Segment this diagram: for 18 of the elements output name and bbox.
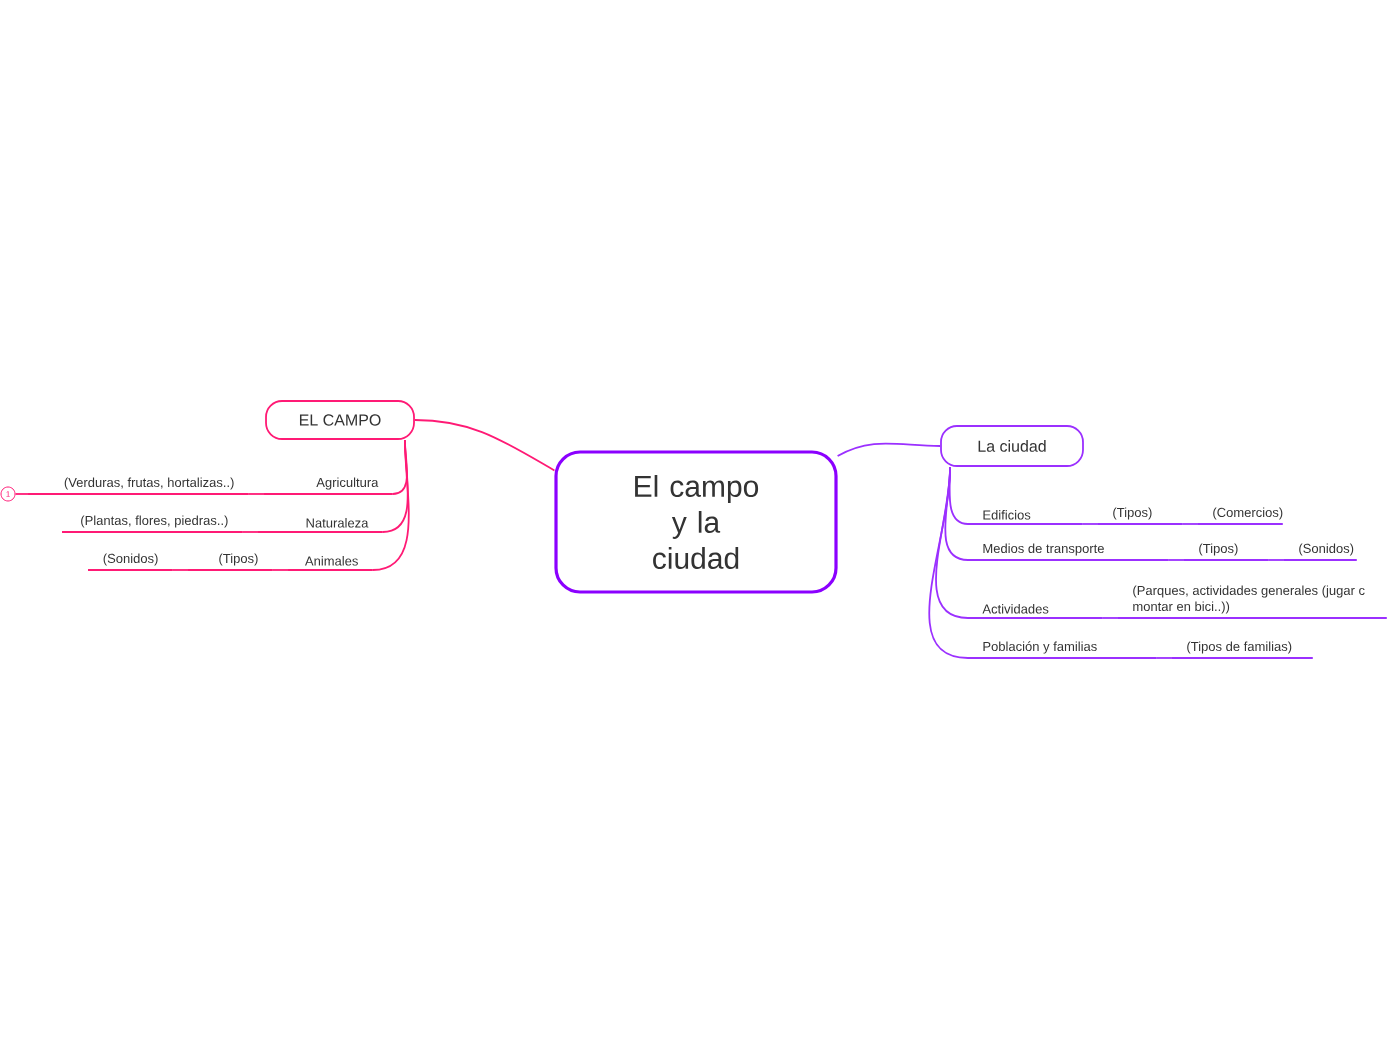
connector-line xyxy=(241,531,259,533)
connector-line xyxy=(928,466,969,659)
connector-line xyxy=(371,439,410,571)
connector-line xyxy=(1155,657,1173,659)
connector-line xyxy=(1181,523,1199,525)
central-topic-box: El campo y la ciudad xyxy=(554,450,838,594)
connector-line xyxy=(171,569,189,571)
connector-line xyxy=(1081,523,1099,525)
connector-line xyxy=(1167,559,1185,561)
connector-line xyxy=(414,419,556,472)
topic-box: La ciudad xyxy=(940,425,1084,467)
connector-line xyxy=(14,493,29,495)
connector-line xyxy=(836,442,941,457)
connector-line xyxy=(271,569,289,571)
connector-line xyxy=(1267,559,1285,561)
connector-line xyxy=(247,493,265,495)
topic-box: EL CAMPO xyxy=(265,400,415,440)
connector-line xyxy=(1101,617,1119,619)
